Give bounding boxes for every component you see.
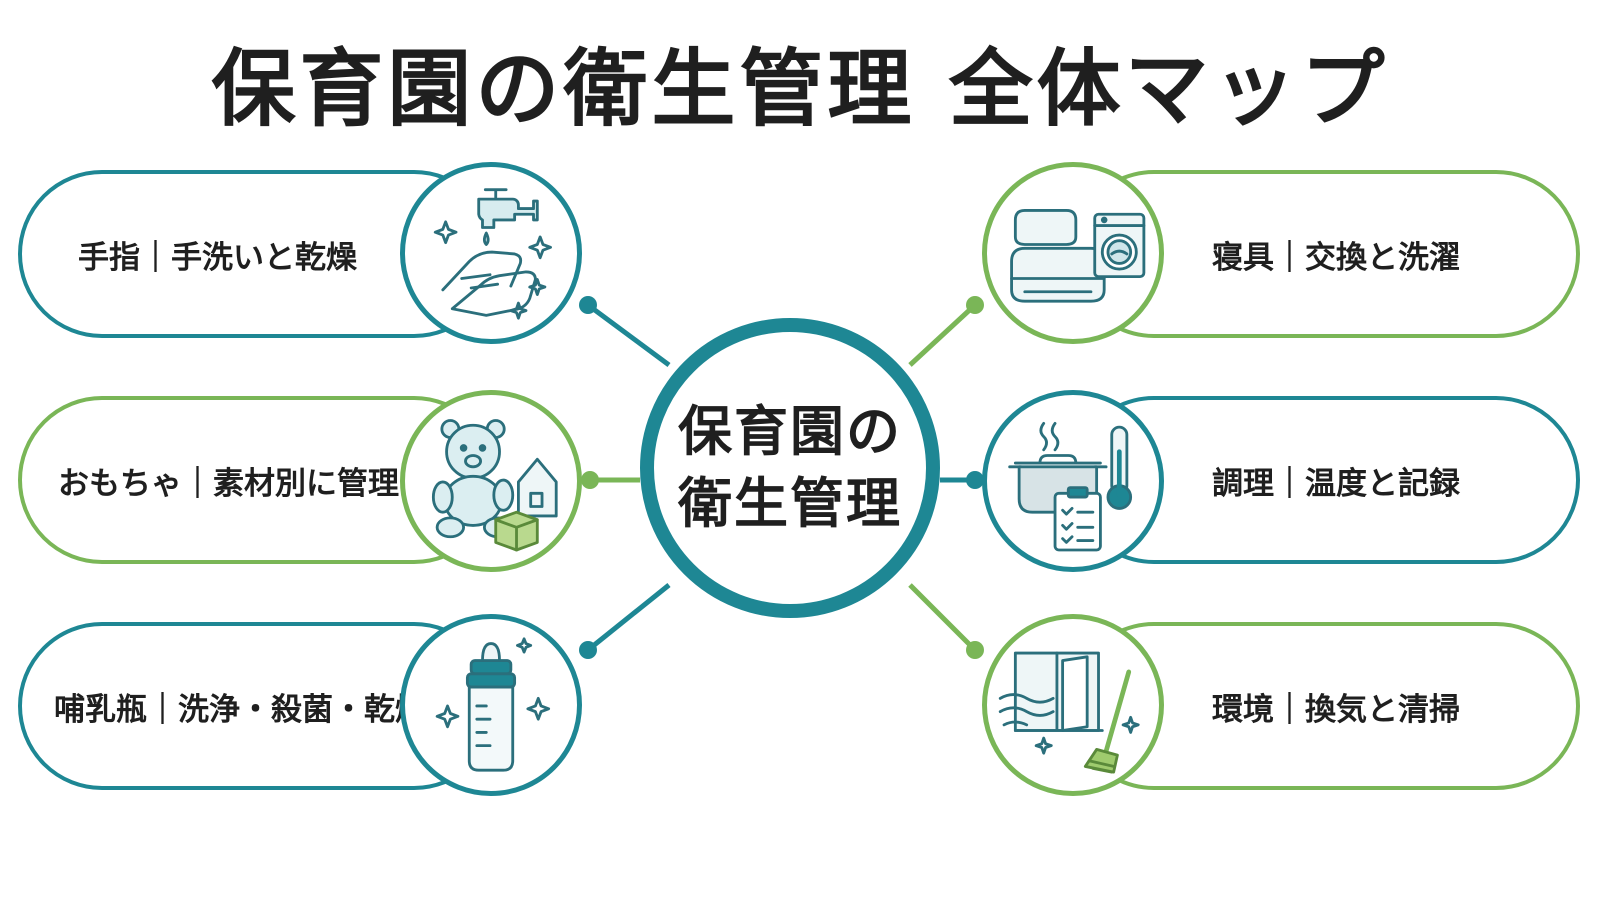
icon-circle-bedding (982, 162, 1164, 344)
pot-thermometer-icon (1008, 421, 1133, 552)
icon-circle-cooking (982, 390, 1164, 572)
center-title-line2: 衛生管理 (678, 472, 902, 535)
icon-circle-hands (400, 162, 582, 344)
topic-label-env: 環境｜換気と清掃 (1212, 691, 1460, 728)
topic-label-bedding: 寝具｜交換と洗濯 (1212, 239, 1460, 276)
icon-circle-env (982, 614, 1164, 796)
topic-label-cooking: 調理｜温度と記録 (1212, 465, 1460, 502)
topic-label-hands: 手指｜手洗いと乾燥 (78, 239, 357, 276)
page-title: 保育園の衛生管理 全体マップ (211, 40, 1389, 138)
topic-label-toys: おもちゃ｜素材別に管理 (58, 465, 399, 502)
topic-label-bottle: 哺乳瓶｜洗浄・殺菌・乾燥 (54, 691, 426, 728)
teddy-bear-blocks-icon (431, 419, 558, 552)
bedding-washer-icon (1010, 209, 1146, 303)
faucet-handwash-icon (433, 188, 552, 320)
center-hub: 保育園の 衛生管理 (640, 318, 940, 618)
icon-circle-bottle (400, 614, 582, 796)
baby-bottle-icon (435, 637, 551, 772)
window-broom-icon (998, 651, 1140, 774)
icon-circle-toys (400, 390, 582, 572)
center-title-line1: 保育園の (678, 400, 902, 463)
